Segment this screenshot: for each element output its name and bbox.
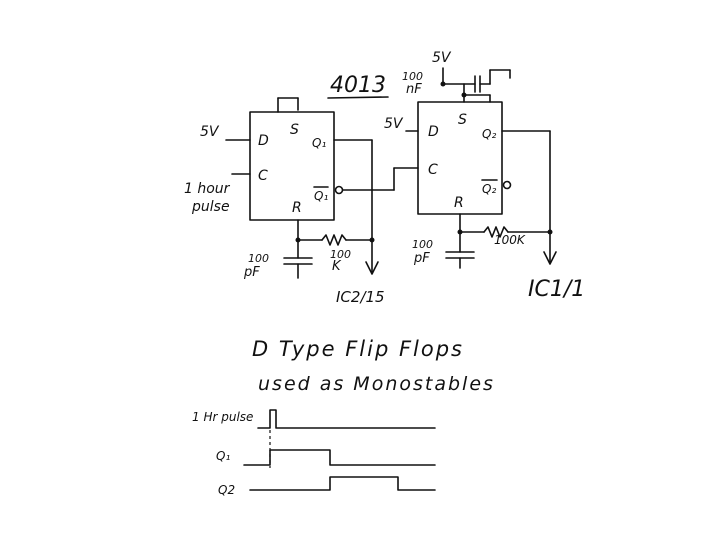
ff2-pin-q: Q₂ xyxy=(482,127,496,141)
timing-waveform-q1 xyxy=(243,449,436,466)
ff2-cap-unit: pF xyxy=(413,251,430,266)
chip-label-underline xyxy=(327,96,389,99)
ff2-pin-r: R xyxy=(454,195,464,211)
timing-diagram: 1 Hr pulse Q₁ Q2 xyxy=(192,409,436,497)
ff1-output-arrow xyxy=(365,261,379,275)
timing-waveform-q2 xyxy=(249,476,436,491)
ff1-pin-s: S xyxy=(290,122,299,138)
ff1-clock-input-line2: pulse xyxy=(191,199,230,215)
ff2-pin-qbar: Q₂ xyxy=(482,182,496,196)
ff2-qbar-bubble xyxy=(502,180,512,190)
ff1-cap-value: 100 xyxy=(248,252,269,265)
junction-dot xyxy=(440,81,446,87)
ff1-pin-qbar: Q₁ xyxy=(314,189,328,203)
ff2-res-value: 100K xyxy=(494,233,526,247)
ff1-pin-q: Q₁ xyxy=(312,136,326,150)
ff1-output-label: IC2/15 xyxy=(336,288,385,306)
ff1-res-unit: K xyxy=(332,259,342,274)
flip-flop-1-body xyxy=(249,111,335,221)
title-line2: used as Monostables xyxy=(258,373,495,395)
ff2-output-arrow xyxy=(543,251,557,265)
ff1-resistor xyxy=(321,234,347,246)
ff1-pin-c: C xyxy=(258,168,268,184)
ff2-decoupling-value: 100 xyxy=(402,70,423,83)
timing-waveform-pulse xyxy=(257,409,436,429)
ff2-pin-c: C xyxy=(428,162,438,178)
timing-signal3-label: Q2 xyxy=(218,483,235,497)
ff1-pin-d: D xyxy=(258,133,269,149)
ff1-qbar-bubble xyxy=(334,185,344,195)
ff1-pin-r: R xyxy=(292,200,302,216)
ff2-pin-d: D xyxy=(428,124,439,140)
junction-dot xyxy=(547,229,553,235)
ff2-pin-s: S xyxy=(458,112,467,128)
ff2-supply-top: 5V xyxy=(432,50,452,66)
timing-signal1-label: 1 Hr pulse xyxy=(192,410,253,424)
chip-label: 4013 xyxy=(330,73,386,98)
ff2-decoupling-unit: nF xyxy=(406,82,422,97)
title-line1: D Type Flip Flops xyxy=(252,337,464,361)
ff2-cap-value: 100 xyxy=(412,238,433,251)
flip-flop-1: D S C R Q₁ Q₁ 5V 1 hour pulse IC2/15 10 xyxy=(184,97,395,306)
ff1-clock-input-line1: 1 hour xyxy=(184,181,231,197)
ff2-resistor xyxy=(483,226,509,238)
timing-signal2-label: Q₁ xyxy=(216,449,230,463)
ff1-cap-unit: pF xyxy=(243,265,260,280)
ff1-res-value: 100 xyxy=(330,248,351,261)
flip-flop-2: D S C R Q₂ Q₂ 5V 5V 100 nF xyxy=(384,50,585,302)
ff2-d-supply-label: 5V xyxy=(384,116,404,132)
junction-dot xyxy=(369,237,375,243)
ff1-d-supply-label: 5V xyxy=(200,124,220,140)
ff2-output-label: IC1/1 xyxy=(528,277,585,302)
